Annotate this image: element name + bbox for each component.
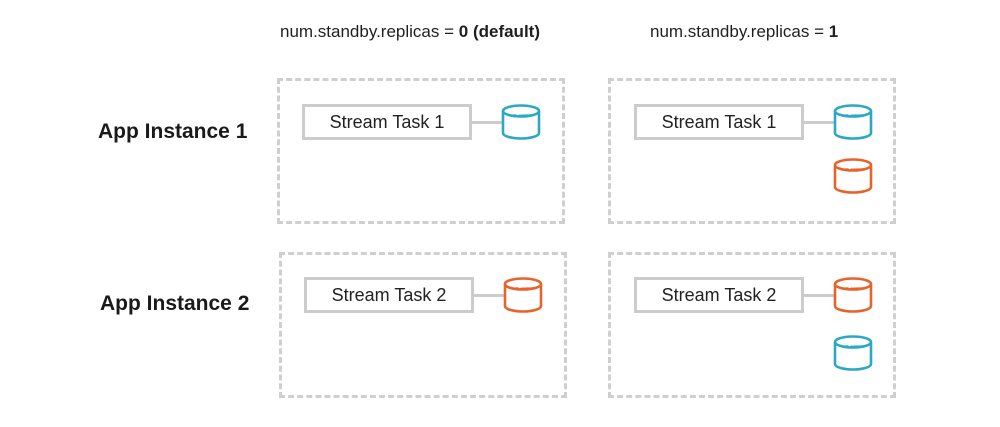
- state-store-icon: [832, 103, 874, 141]
- connector-line: [804, 121, 834, 124]
- stream-task-box: Stream Task 2: [304, 277, 474, 313]
- column-header-prefix: num.standby.replicas =: [280, 22, 459, 41]
- connector-line: [472, 121, 502, 124]
- column-header-standby: num.standby.replicas = 1: [650, 22, 838, 42]
- column-header-default: num.standby.replicas = 0 (default): [280, 22, 540, 42]
- stream-task-box: Stream Task 1: [634, 104, 804, 140]
- state-store-icon: [500, 103, 542, 141]
- connector-line: [804, 294, 834, 297]
- row-label-app-instance-2: App Instance 2: [100, 292, 250, 315]
- stream-task-box: Stream Task 1: [302, 104, 472, 140]
- state-store-icon: [502, 276, 544, 314]
- standby-store-icon: [832, 334, 874, 372]
- standby-store-icon: [832, 157, 874, 195]
- column-header-value: 1: [828, 22, 839, 41]
- column-header-value: 0: [458, 22, 469, 41]
- instance-box-r2c2: [608, 252, 896, 398]
- connector-line: [474, 294, 504, 297]
- row-label-app-instance-1: App Instance 1: [98, 120, 248, 143]
- instance-box-r1c1: [277, 78, 565, 224]
- state-store-icon: [832, 276, 874, 314]
- column-header-suffix: (default): [468, 22, 540, 41]
- column-header-prefix: num.standby.replicas =: [650, 22, 829, 41]
- instance-box-r1c2: [608, 78, 896, 224]
- instance-box-r2c1: [279, 252, 567, 398]
- stream-task-box: Stream Task 2: [634, 277, 804, 313]
